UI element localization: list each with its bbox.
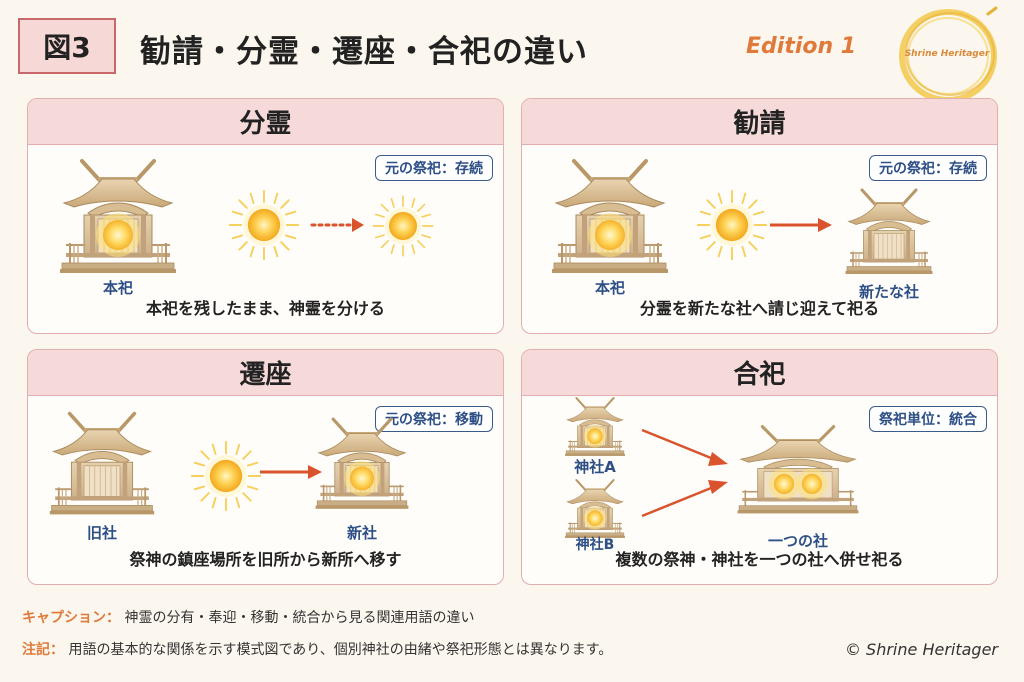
panel-goshi: 合祀 祭祀単位：統合 神社A 神社B 一つの社 複数の祭神・神社を一つの社へ併せ… — [521, 349, 998, 585]
sun-icon — [226, 187, 302, 263]
caption-text: 神霊の分有・奉迎・移動・統合から見る関連用語の違い — [124, 610, 475, 626]
shrine-a-icon — [564, 396, 626, 458]
figure-caption: キャプション： 神霊の分有・奉迎・移動・統合から見る関連用語の違い — [22, 607, 474, 627]
shrine-label: 神社A — [574, 458, 616, 476]
sun-icon — [370, 193, 436, 259]
page-title: 勧請・分霊・遷座・合祀の違い — [140, 34, 588, 70]
panel-bunrei: 分霊 元の祭祀：存続 本祀 本祀を残したまま、神霊を分ける — [27, 98, 504, 334]
panel-caption: 分霊を新たな社へ請じ迎えて祀る — [639, 299, 880, 318]
copyright: © Shrine Heritager — [844, 640, 998, 659]
main-shrine-icon — [550, 157, 670, 277]
panel-title: 勧請 — [522, 99, 997, 145]
note-key: 注記： — [22, 642, 64, 658]
panel-caption: 祭神の鎮座場所を旧所から新所へ移す — [129, 550, 402, 569]
arrow-icon — [770, 218, 832, 232]
panel-caption: 複数の祭神・神社を一つの社へ併せ祀る — [615, 550, 904, 569]
old-shrine-icon — [48, 410, 156, 518]
shrine-label: 新社 — [346, 524, 377, 542]
status-badge: 元の祭祀：存続 — [869, 155, 987, 181]
shrine-label: 一つの社 — [767, 532, 828, 550]
panel-caption: 本祀を残したまま、神霊を分ける — [146, 299, 385, 318]
shrine-label: 神社B — [575, 537, 615, 553]
shrine-b-icon — [564, 478, 626, 540]
note-text: 用語の基本的な関係を示す模式図であり、個別神社の由緒や祭祀形態とは異なります。 — [68, 642, 613, 658]
panel-kanjo: 勧請 元の祭祀：存続 本祀 新たな社 分霊を新たな社へ請じ迎えて祀る — [521, 98, 998, 334]
edition-label: Edition 1 — [746, 34, 857, 59]
merge-arrows-icon — [641, 428, 728, 518]
status-badge: 祭祀単位：統合 — [869, 406, 987, 432]
status-badge: 元の祭祀：存続 — [375, 155, 493, 181]
panel-senza: 遷座 元の祭祀：移動 旧社 新社 祭神の鎮座場所を旧所から新所へ移す — [27, 349, 504, 585]
shrine-label: 本祀 — [594, 279, 625, 297]
main-shrine-icon — [58, 157, 178, 277]
arrow-icon — [260, 465, 322, 479]
panel-title: 合祀 — [522, 350, 997, 396]
shrine-label: 新たな社 — [858, 283, 919, 301]
shrine-label: 本祀 — [102, 279, 133, 297]
shrine-label: 旧社 — [86, 524, 117, 542]
page-header: 図3 勧請・分霊・遷座・合祀の違い Edition 1 — [18, 18, 888, 74]
panel-title: 遷座 — [28, 350, 503, 396]
panel-title: 分霊 — [28, 99, 503, 145]
brand-seal: Shrine Heritager — [892, 6, 1010, 106]
caption-key: キャプション： — [22, 610, 120, 626]
figure-note: 注記： 用語の基本的な関係を示す模式図であり、個別神社の由緒や祭祀形態とは異なり… — [22, 639, 612, 659]
new-shrine-icon — [844, 187, 934, 277]
new-shrine-icon — [314, 416, 410, 512]
merged-shrine-icon — [736, 414, 860, 526]
figure-number: 図3 — [18, 18, 116, 74]
status-badge: 元の祭祀：移動 — [375, 406, 493, 432]
seal-text: Shrine Heritager — [904, 49, 990, 59]
dotted-arrow-icon — [310, 218, 364, 232]
sun-icon — [188, 438, 264, 514]
sun-icon — [694, 187, 770, 263]
